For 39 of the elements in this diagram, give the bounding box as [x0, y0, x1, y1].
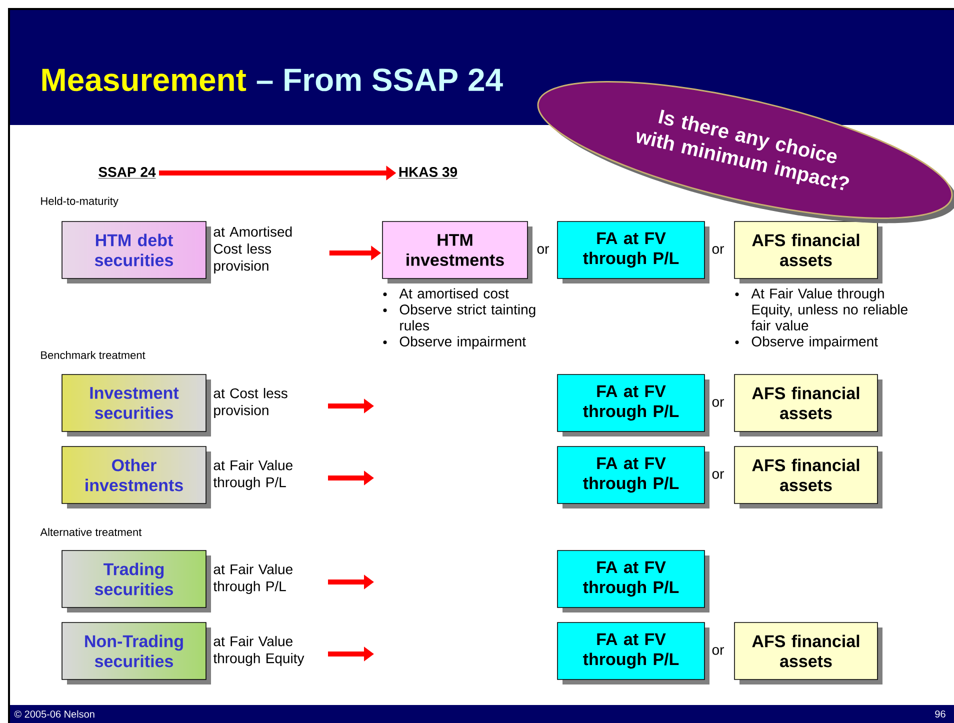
measurement-note: at Cost less provision [214, 388, 288, 418]
group-heading: Benchmark treatment [41, 350, 146, 360]
footer-text: © 2005-06 Nelson [14, 710, 94, 718]
page-number: 96 [935, 710, 946, 718]
connector-text: or [537, 246, 549, 254]
connector-text: or [712, 246, 724, 254]
group-heading: Alternative treatment [40, 528, 142, 536]
process-box: FA at FV through P/L [557, 374, 710, 436]
connector-text: or [712, 471, 724, 479]
process-box: FA at FV through P/L [557, 446, 710, 508]
process-box: AFS financial assets [734, 221, 882, 284]
column-heading: SSAP 24 [98, 167, 156, 179]
process-box: HTM debt securities [62, 221, 211, 284]
process-box: Non-Trading securities [62, 622, 211, 684]
bullet-item: Observe strict tainting rules [383, 304, 536, 330]
measurement-note: at Fair Value through P/L [213, 460, 292, 490]
process-box: AFS financial assets [734, 622, 882, 684]
connector-text: or [712, 647, 724, 655]
slide-title: Measurement [42, 68, 246, 92]
process-box: AFS financial assets [734, 446, 882, 508]
measurement-note: at Amortised Cost less provision [214, 226, 292, 274]
group-heading: Held-to-maturity [41, 196, 118, 208]
process-box: FA at FV through P/L [557, 221, 710, 284]
process-box: FA at FV through P/L [557, 550, 710, 612]
column-heading: HKAS 39 [398, 167, 458, 179]
bullet-item: Observe impairment [383, 336, 526, 350]
process-box: Trading securities [62, 550, 211, 612]
bullet-item: At amortised cost [383, 288, 509, 298]
bullet-item: Observe impairment [735, 336, 878, 350]
process-box: Investment securities [62, 374, 211, 436]
connector-text: or [712, 399, 724, 407]
process-box: FA at FV through P/L [557, 622, 710, 684]
measurement-note: at Fair Value through Equity [213, 636, 304, 666]
process-box: Other investments [62, 446, 211, 508]
process-box: AFS financial assets [734, 374, 882, 436]
process-box: HTM investments [382, 221, 532, 284]
bullet-item: At Fair Value through Equity, unless no reliable fair value [735, 288, 908, 330]
slide-title: – From SSAP 24 [256, 68, 503, 92]
measurement-note: at Fair Value through P/L [213, 564, 292, 594]
